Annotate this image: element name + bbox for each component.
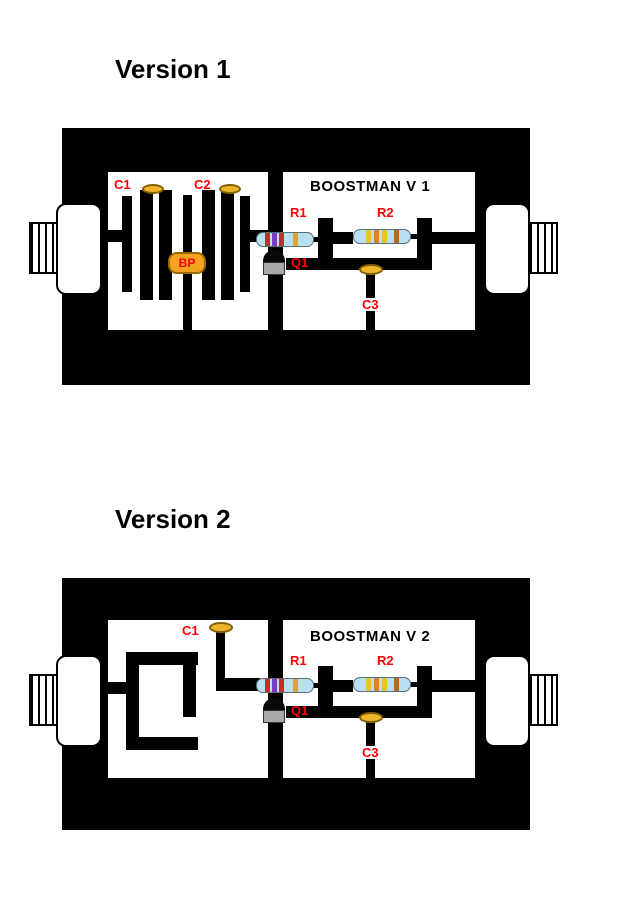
sma-connector-right-v1	[484, 203, 530, 295]
resistor-band	[293, 679, 298, 692]
pcb-trace	[108, 230, 122, 242]
resistor-lead	[248, 237, 258, 242]
label-r1: R1	[290, 205, 307, 220]
label-c2: C2	[194, 177, 211, 192]
pcb-trace	[318, 666, 333, 708]
sma-threads-left-icon	[29, 222, 59, 274]
pcb-trace	[240, 196, 250, 292]
pcb-trace	[126, 737, 198, 750]
version1-title: Version 1	[115, 54, 231, 84]
resistor-band	[265, 679, 270, 692]
resistor-r1	[256, 232, 314, 247]
resistor-band	[394, 678, 399, 691]
label-c3: C3	[360, 745, 381, 760]
capacitor-c3	[359, 712, 383, 723]
capacitor-c1	[142, 184, 164, 194]
capacitor-c1	[209, 622, 233, 633]
pcb-trace	[126, 652, 198, 665]
pcb-trace	[271, 722, 279, 778]
version1-board: BP BOOSTMAN V 1 C1 C2 R1 R2 Q1 C3	[62, 128, 530, 385]
sma-connector-right-v2	[484, 655, 530, 747]
v2-board-title: BOOSTMAN V 2	[310, 628, 431, 645]
label-q1: Q1	[291, 703, 309, 718]
pcb-trace	[286, 258, 432, 270]
pcb-trace	[108, 682, 126, 694]
sma-connector-left-v2	[56, 655, 102, 747]
resistor-band	[279, 679, 284, 692]
capacitor-c3	[359, 264, 383, 275]
transistor-q1	[263, 710, 285, 723]
label-c3: C3	[360, 297, 381, 312]
sma-threads-left-icon	[29, 674, 59, 726]
resistor-band	[366, 678, 371, 691]
pcb-trace	[432, 680, 475, 692]
pcb-trace	[432, 232, 475, 244]
pcb-trace	[221, 190, 234, 300]
resistor-band	[272, 679, 277, 692]
resistor-band	[382, 678, 387, 691]
pcb-trace	[333, 680, 353, 692]
resistor-lead	[312, 237, 320, 242]
resistor-band	[374, 230, 379, 243]
label-c1: C1	[182, 623, 199, 638]
resistor-band	[374, 678, 379, 691]
resistor-band	[272, 233, 277, 246]
resistor-band	[265, 233, 270, 246]
pcb-trace	[216, 630, 225, 684]
pcb-trace	[417, 666, 432, 708]
resistor-band	[279, 233, 284, 246]
label-r1: R1	[290, 653, 307, 668]
resistor-lead	[312, 683, 320, 688]
sma-connector-left-v1	[56, 203, 102, 295]
pcb-trace	[271, 274, 279, 330]
pcb-trace	[183, 195, 192, 252]
transistor-q1	[263, 262, 285, 275]
version2-board: BOOSTMAN V 2 C1 R1 R2 Q1 C3	[62, 578, 530, 830]
resistor-r2	[353, 229, 411, 244]
pcb-trace	[183, 665, 196, 717]
bp-component: BP	[168, 252, 206, 274]
transistor-q1-dome	[263, 698, 285, 710]
resistor-band	[293, 233, 298, 246]
pcb-trace	[202, 190, 215, 300]
resistor-lead	[248, 683, 258, 688]
pcb-trace	[140, 190, 153, 300]
label-q1: Q1	[291, 255, 309, 270]
sma-threads-right-icon	[528, 674, 558, 726]
pcb-trace	[318, 218, 333, 260]
pcb-trace	[122, 196, 132, 292]
capacitor-c2	[219, 184, 241, 194]
pcb-trace	[333, 232, 353, 244]
sma-threads-right-icon	[528, 222, 558, 274]
version2-title: Version 2	[115, 504, 231, 534]
resistor-lead	[411, 234, 417, 239]
resistor-r1	[256, 678, 314, 693]
label-c1: C1	[114, 177, 131, 192]
pcb-trace	[183, 274, 192, 330]
v1-board-title: BOOSTMAN V 1	[310, 178, 431, 195]
resistor-band	[366, 230, 371, 243]
resistor-lead	[411, 682, 417, 687]
pcb-trace	[417, 218, 432, 260]
resistor-band	[394, 230, 399, 243]
pcb-trace	[126, 652, 139, 750]
resistor-band	[382, 230, 387, 243]
pcb-trace	[286, 706, 432, 718]
resistor-r2	[353, 677, 411, 692]
label-r2: R2	[377, 653, 394, 668]
label-r2: R2	[377, 205, 394, 220]
pcb-trace	[159, 190, 172, 300]
transistor-q1-dome	[263, 250, 285, 262]
